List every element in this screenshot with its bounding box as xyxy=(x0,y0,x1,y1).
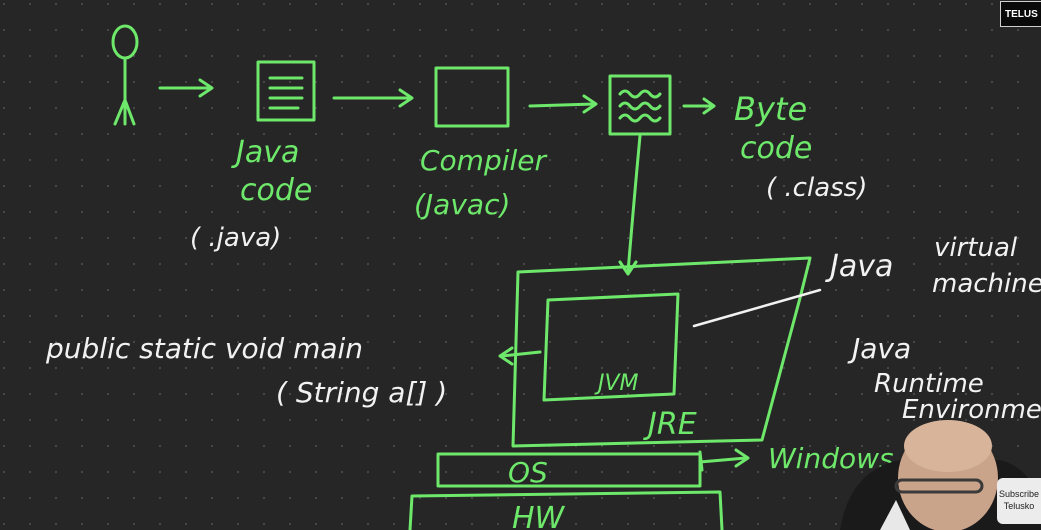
hw-layer xyxy=(408,490,724,530)
bytecode-label-1: Byte xyxy=(734,90,807,128)
jvm-box xyxy=(542,292,680,402)
jre-box xyxy=(511,256,812,448)
bytecode-label-2: code xyxy=(740,131,812,166)
presenter-avatar xyxy=(840,420,1041,530)
windows-label: Windows xyxy=(768,442,894,475)
hw-label: HW xyxy=(512,501,566,530)
java-code-label-2: code xyxy=(240,173,312,208)
jre-name-2: Runtime xyxy=(874,369,984,399)
main-method-line-1: public static void main xyxy=(45,332,363,365)
jre-box-label: JRE xyxy=(643,407,697,442)
arrow-person-to-code xyxy=(158,78,214,98)
jvm-name-1: Java xyxy=(825,249,893,284)
jre-name-3: Environme xyxy=(902,395,1041,425)
arrow-compiler-to-bytecode xyxy=(528,94,598,114)
jvm-name-3: machine xyxy=(932,269,1041,299)
channel-name: Telusko xyxy=(1003,501,1035,511)
class-extension-label: ( .class) xyxy=(766,173,867,203)
jvm-name-2: virtual xyxy=(934,233,1018,263)
java-code-icon xyxy=(256,60,316,122)
developer-stick-figure xyxy=(111,24,139,126)
main-method-line-2: ( String a[] ) xyxy=(276,376,447,409)
subscribe-label: Subscribe xyxy=(998,489,1040,499)
compiler-box xyxy=(434,66,510,128)
pointer-jvm-label xyxy=(692,288,822,328)
jre-name-1: Java xyxy=(847,332,911,365)
arrow-icon-to-bytecode-label xyxy=(682,97,716,115)
java-extension-label: ( .java) xyxy=(190,223,281,253)
os-layer xyxy=(436,452,702,488)
channel-logo: TELUS xyxy=(1000,1,1041,27)
javac-label: (Javac) xyxy=(414,188,510,221)
bytecode-icon xyxy=(608,74,672,136)
jvm-box-label: JVM xyxy=(594,371,639,396)
arrow-code-to-compiler xyxy=(332,88,414,108)
os-label: OS xyxy=(508,456,548,489)
java-code-label-1: Java xyxy=(231,135,299,170)
compiler-label: Compiler xyxy=(420,144,548,177)
arrow-jvm-to-main xyxy=(498,346,542,366)
subscribe-button[interactable]: Subscribe Telusko xyxy=(997,478,1041,524)
